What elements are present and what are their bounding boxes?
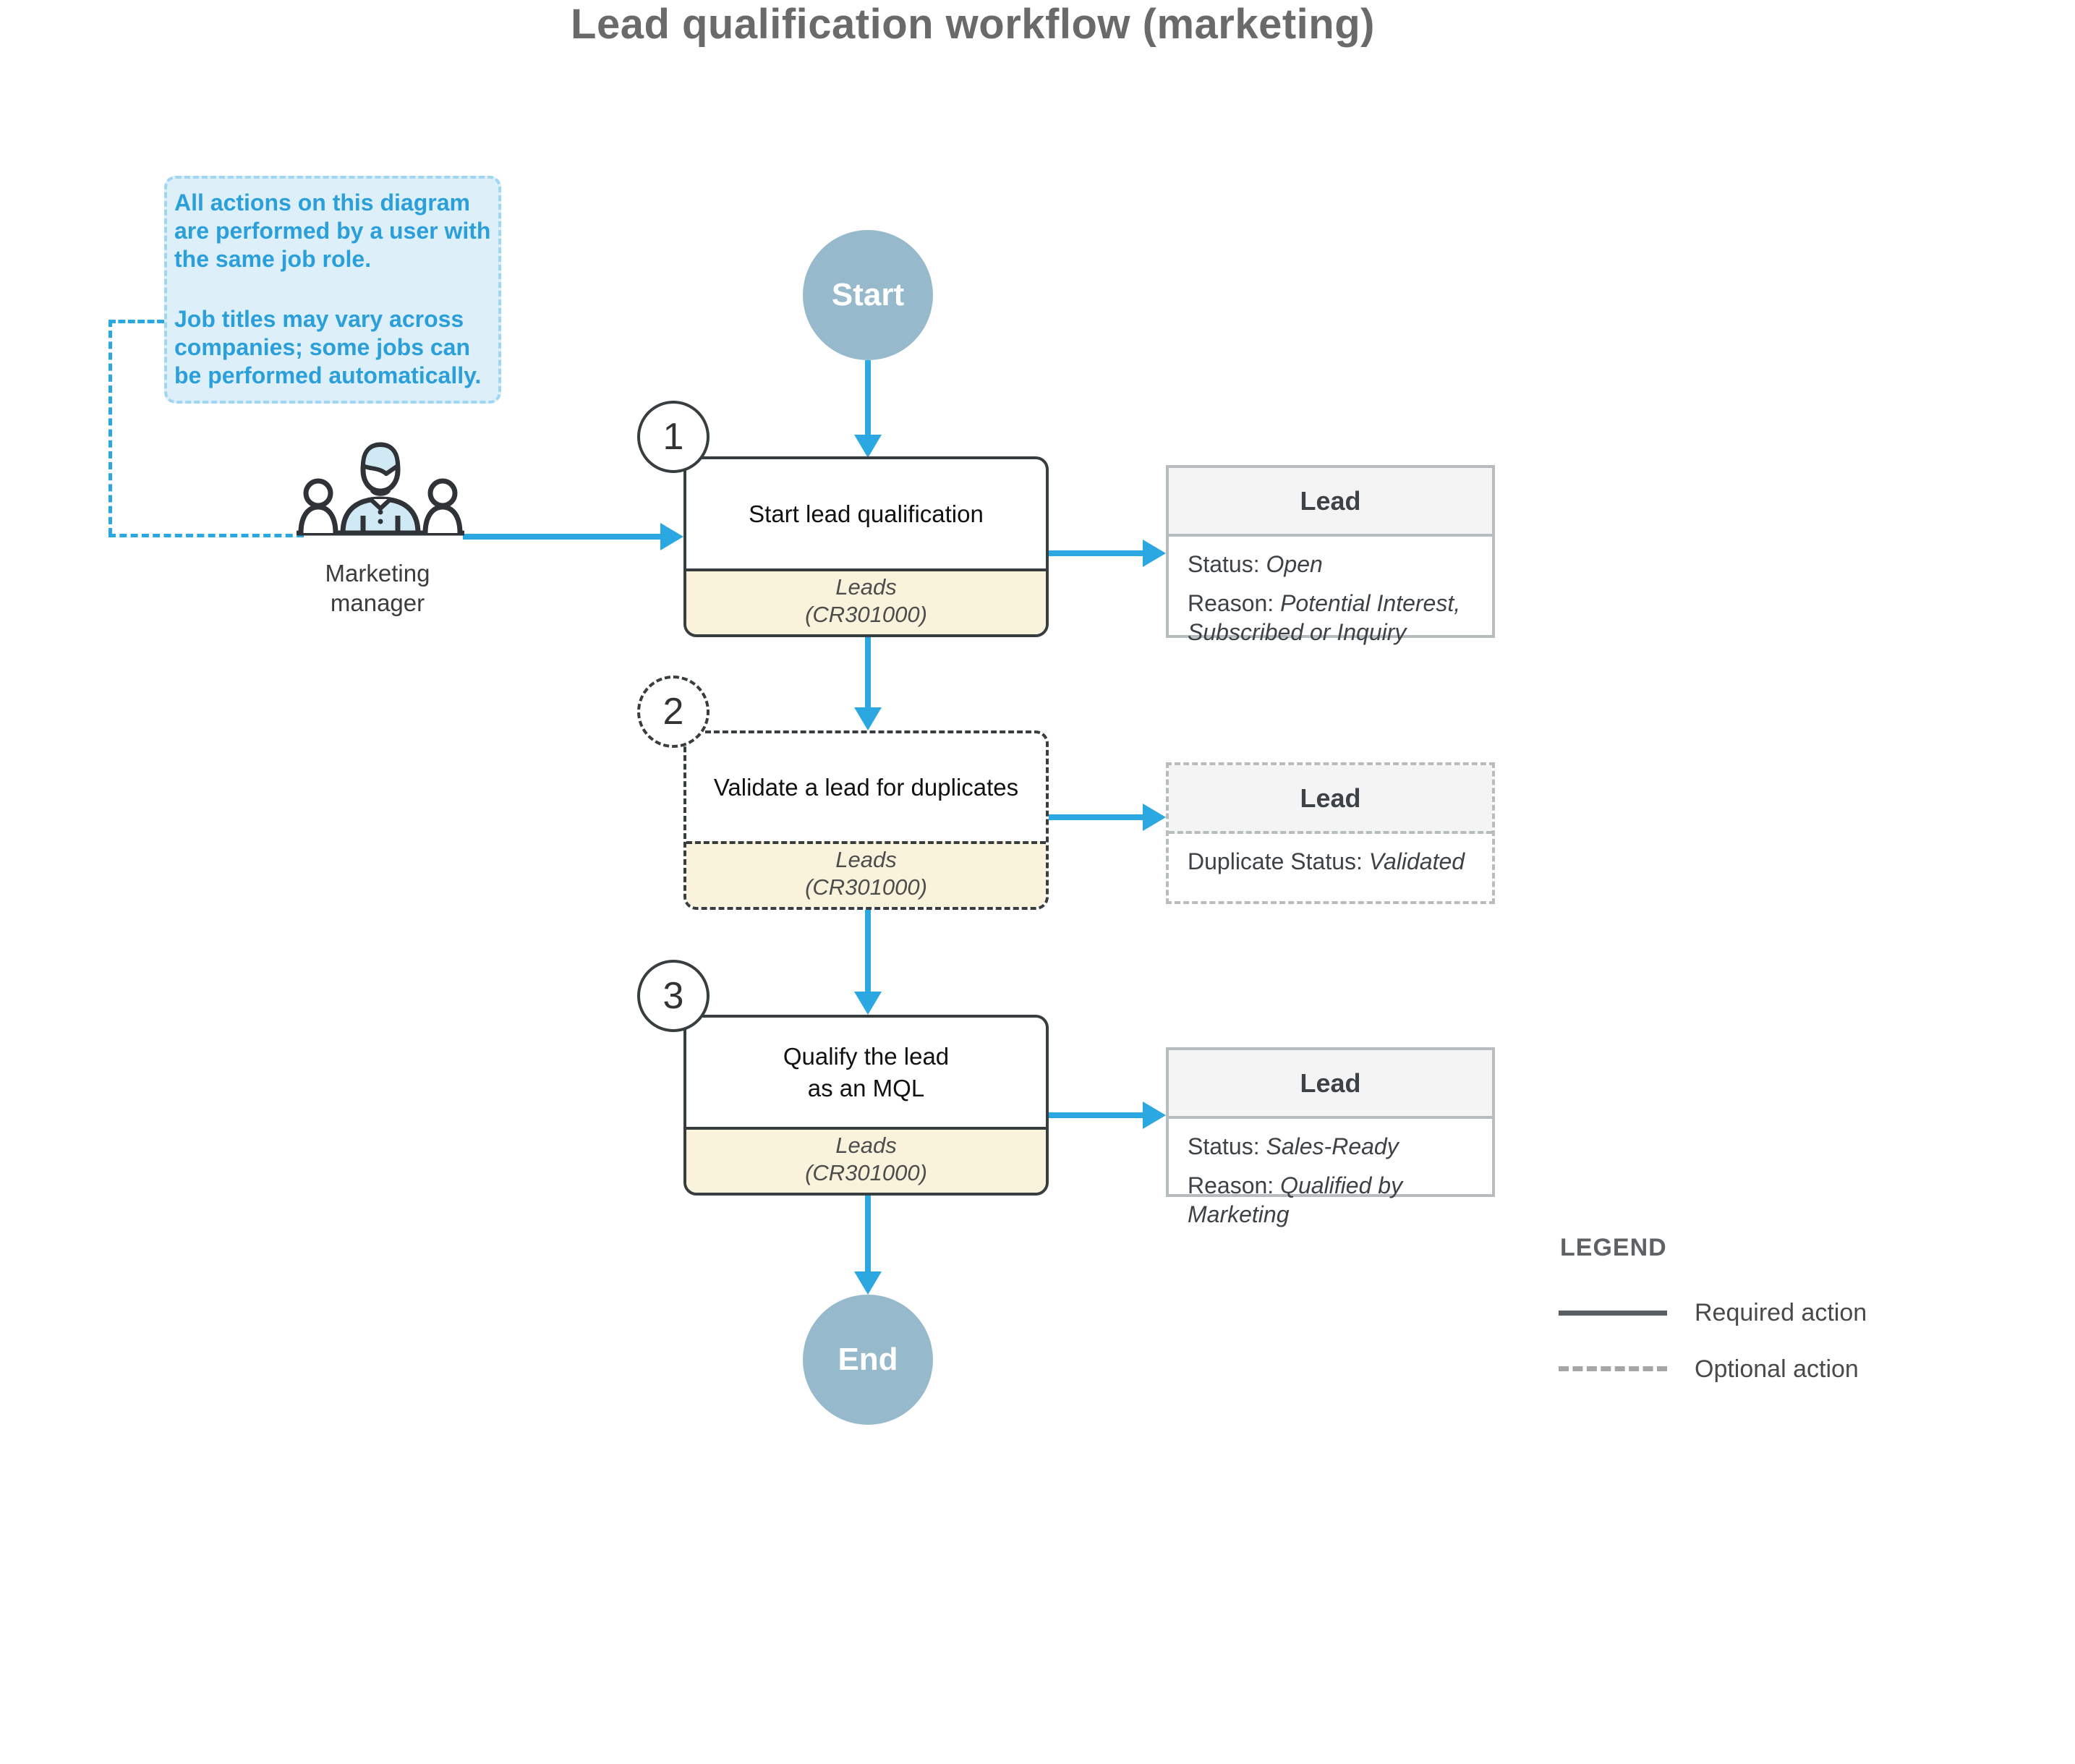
- arrow-start-to-step1-head: [854, 435, 882, 458]
- legend-title: LEGEND: [1560, 1234, 1667, 1261]
- arrow-actor-to-step1-head: [660, 523, 683, 550]
- step1-number-badge: 1: [637, 401, 710, 473]
- step2-action-box: Validate a lead for duplicates Leads (CR…: [683, 730, 1049, 910]
- arrow-step2-to-lead2-head: [1143, 804, 1166, 831]
- lead-record-3-row-reason: Reason: Qualified by Marketing: [1188, 1172, 1403, 1227]
- note-box: All actions on this diagram are performe…: [164, 176, 501, 404]
- legend-optional-line-sample: [1559, 1366, 1667, 1371]
- start-terminator: Start: [803, 230, 933, 360]
- step3-number-badge: 3: [637, 960, 710, 1032]
- arrow-start-to-step1: [865, 360, 871, 435]
- arrow-step2-to-step3-head: [854, 992, 882, 1015]
- note-paragraph-2: Job titles may vary across companies; so…: [174, 306, 482, 389]
- arrow-step3-to-lead3: [1049, 1112, 1143, 1118]
- lead-record-1: Lead Status: Open Reason: Potential Inte…: [1166, 465, 1495, 645]
- note-paragraph-1: All actions on this diagram are performe…: [174, 189, 491, 273]
- lead-record-1-row-status: Status: Open: [1188, 551, 1323, 577]
- note-connector-segment: [108, 320, 164, 323]
- step2-screen-footer: Leads (CR301000): [686, 841, 1046, 907]
- step1-screen-footer: Leads (CR301000): [686, 568, 1046, 634]
- step1-number: 1: [662, 416, 684, 458]
- lead-record-1-row-reason: Reason: Potential Interest, Subscribed o…: [1188, 590, 1461, 645]
- note-connector-segment: [108, 534, 304, 537]
- arrow-step3-to-lead3-head: [1143, 1102, 1166, 1129]
- lead-record-3: Lead Status: Sales-Ready Reason: Qualifi…: [1166, 1047, 1495, 1227]
- marketing-manager-icon: [297, 442, 464, 536]
- arrow-step3-to-end-head: [854, 1271, 882, 1295]
- lead-record-2-body: Duplicate Status: Validated: [1169, 834, 1492, 889]
- lead-record-2-title: Lead: [1169, 765, 1492, 834]
- step3-number: 3: [662, 975, 684, 1017]
- arrow-step1-to-lead1: [1049, 550, 1143, 556]
- actor-label: Marketing manager: [287, 558, 468, 618]
- step2-label: Validate a lead for duplicates: [713, 773, 1019, 801]
- arrow-step1-to-lead1-head: [1143, 540, 1166, 567]
- step1-label: Start lead qualification: [749, 500, 984, 527]
- arrow-step1-to-step2-head: [854, 707, 882, 730]
- step1-action-box: Start lead qualification Leads (CR301000…: [683, 456, 1049, 637]
- arrow-step3-to-end: [865, 1196, 871, 1271]
- page-title: Lead qualification workflow (marketing): [571, 1, 1375, 48]
- step3-action-box: Qualify the lead as an MQL Leads (CR3010…: [683, 1015, 1049, 1196]
- arrow-step1-to-step2: [865, 637, 871, 707]
- lead-record-3-row-status: Status: Sales-Ready: [1188, 1133, 1399, 1159]
- arrow-step2-to-lead2: [1049, 814, 1143, 820]
- step2-number: 2: [662, 691, 684, 733]
- step2-number-badge: 2: [637, 676, 710, 748]
- legend-required-label: Required action: [1695, 1299, 1867, 1326]
- actor-label-line1: Marketing: [325, 560, 430, 587]
- legend-required-line-sample: [1559, 1311, 1667, 1316]
- lead-record-1-body: Status: Open Reason: Potential Interest,…: [1169, 537, 1492, 660]
- lead-record-2: Lead Duplicate Status: Validated: [1166, 762, 1495, 904]
- arrow-actor-to-step1: [463, 534, 660, 540]
- lead-record-3-title: Lead: [1169, 1050, 1492, 1119]
- step3-label: Qualify the lead as an MQL: [783, 1042, 950, 1102]
- end-terminator: End: [803, 1295, 933, 1425]
- step3-screen-footer: Leads (CR301000): [686, 1127, 1046, 1193]
- note-connector-segment: [108, 320, 112, 535]
- arrow-step2-to-step3: [865, 910, 871, 992]
- lead-record-1-title: Lead: [1169, 468, 1492, 537]
- start-label: Start: [831, 277, 905, 312]
- actor-label-line2: manager: [330, 589, 425, 616]
- legend-optional-label: Optional action: [1695, 1355, 1859, 1383]
- lead-record-2-row-duplicate-status: Duplicate Status: Validated: [1188, 848, 1465, 874]
- end-label: End: [838, 1342, 898, 1377]
- lead-record-3-body: Status: Sales-Ready Reason: Qualified by…: [1169, 1119, 1492, 1242]
